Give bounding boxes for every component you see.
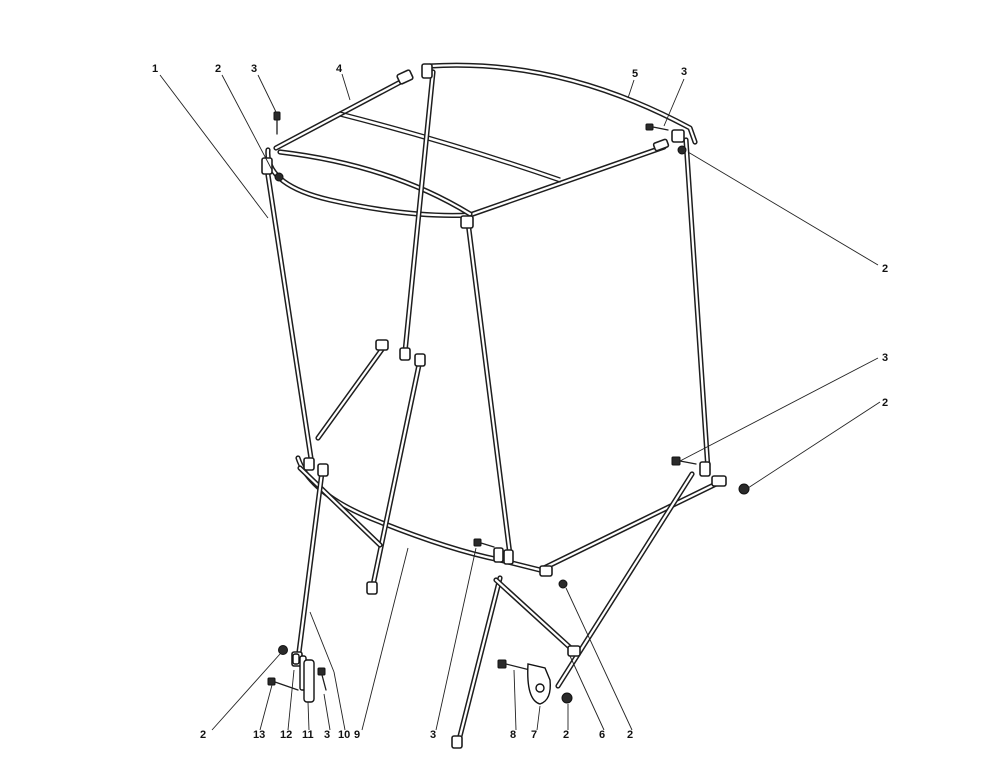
tab-top-rear	[421, 63, 433, 79]
mounting-tabs	[261, 63, 727, 749]
part-5-top-bow	[427, 62, 698, 145]
callout-5: 5	[632, 68, 638, 80]
lower-frame	[295, 345, 723, 747]
callout-labels: 1 2 3 4 5 3 2 3 2 2 13 12 11 3 10 9 3 8 …	[152, 63, 888, 741]
bolt-bottom-left	[317, 667, 327, 691]
tab-front-top	[460, 215, 474, 229]
bolt-top-right	[645, 123, 669, 131]
tab-front-post-bottom-1	[493, 547, 504, 563]
nut-top-left	[274, 172, 284, 182]
tab-right-post-bottom	[699, 461, 711, 477]
tab-top-left	[261, 157, 273, 175]
callout-2-right-mid: 2	[882, 397, 888, 409]
tab-crossbar-right	[652, 138, 670, 152]
tab-post-bottom	[399, 347, 411, 361]
part-8-bolt	[497, 659, 531, 671]
nut-right-mid	[738, 483, 750, 495]
callout-3-bottom-left: 3	[324, 729, 330, 741]
callout-2-top: 2	[215, 63, 221, 75]
part-12-washer	[292, 653, 300, 665]
callout-2-bottom-left: 2	[200, 729, 206, 741]
tab-top-right	[671, 129, 685, 143]
leader-lines	[159, 73, 881, 731]
callout-2-right-upper: 2	[882, 263, 888, 275]
tab-center-leg-foot	[366, 581, 378, 595]
callout-6: 6	[599, 729, 605, 741]
callout-3-top-right: 3	[681, 66, 687, 78]
callout-3-right-mid: 3	[882, 352, 888, 364]
nut-top-right	[677, 145, 687, 155]
nut-bottom-mid	[561, 692, 573, 704]
callout-8: 8	[510, 729, 516, 741]
nut-bottom-left	[278, 645, 288, 655]
tab-front-post-bottom-2	[503, 549, 514, 565]
tab-rail-end	[396, 69, 414, 85]
callout-13: 13	[253, 729, 265, 741]
callout-4: 4	[336, 63, 343, 75]
bolt-front-bottom	[473, 538, 495, 548]
tab-brace-top	[375, 339, 389, 351]
tab-bow-right	[539, 565, 553, 577]
callout-2-bottom-mid: 2	[563, 729, 569, 741]
bolt-right-mid	[671, 456, 697, 466]
callout-12: 12	[280, 729, 292, 741]
callout-10: 10	[338, 729, 350, 741]
hardware	[267, 111, 750, 705]
callout-3-bottom-mid: 3	[430, 729, 436, 741]
tab-right-bow-end	[711, 475, 727, 487]
part-13-bolt	[267, 677, 299, 691]
top-frame	[265, 62, 698, 219]
bolt-top-left	[273, 111, 281, 135]
callout-7: 7	[531, 729, 537, 741]
nut-bow-right	[558, 579, 568, 589]
tab-center-leg-top	[414, 353, 426, 367]
callout-11: 11	[302, 729, 314, 741]
callout-1: 1	[152, 63, 158, 75]
vertical-posts	[265, 69, 711, 558]
callout-9: 9	[354, 729, 360, 741]
tab-strut-end	[567, 645, 581, 657]
tab-left-lower-2	[317, 463, 329, 477]
part-7-clamp-hole	[535, 683, 545, 693]
part-11-clamp	[303, 659, 315, 703]
callout-2-bottom-right: 2	[627, 729, 633, 741]
tab-left-lower-1	[303, 457, 315, 471]
callout-3-top: 3	[251, 63, 257, 75]
top-cover-rail	[339, 111, 561, 179]
tab-front-leg-foot	[451, 735, 463, 749]
top-crossbar	[277, 149, 473, 217]
